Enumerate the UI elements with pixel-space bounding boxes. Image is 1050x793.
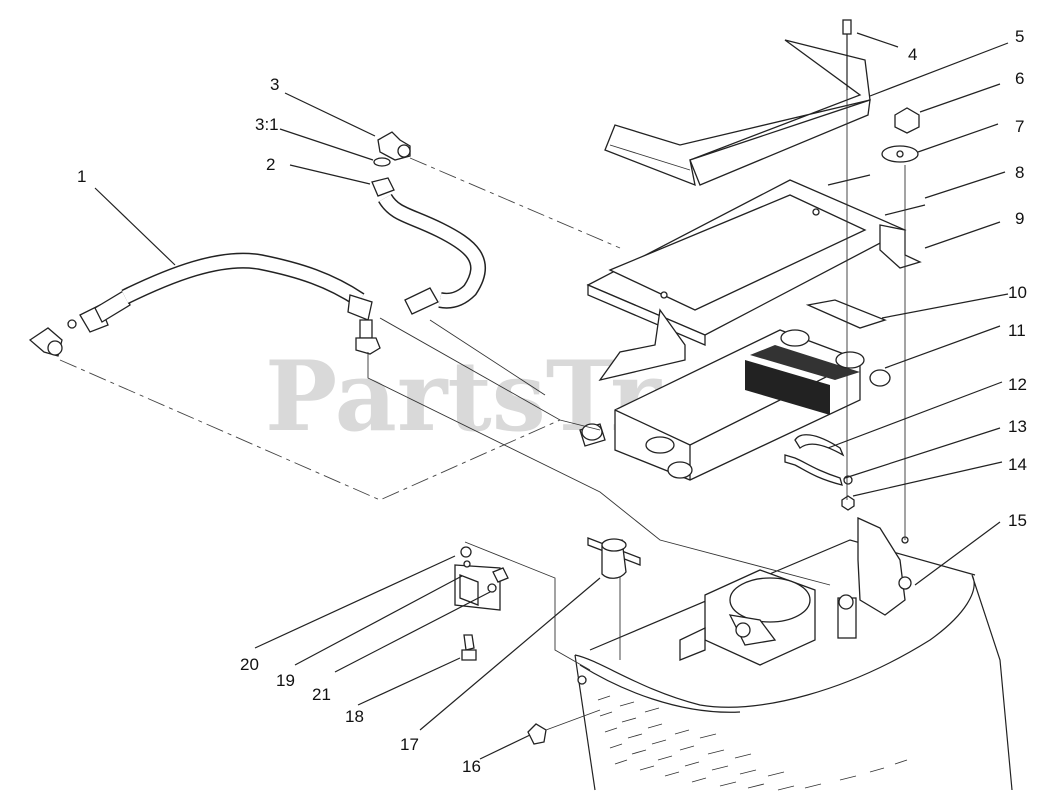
callout-21: 21 [312, 685, 331, 704]
callout-3-1: 3:1 [255, 115, 279, 134]
small-parts [454, 537, 641, 745]
cooler-fins [745, 345, 860, 415]
callout-labels: 1 2 3 3:1 4 5 6 7 8 9 10 11 12 13 14 15 … [77, 27, 1027, 776]
callout-3: 3 [270, 75, 279, 94]
callout-17: 17 [400, 735, 419, 754]
engine-shroud [574, 516, 1013, 791]
part-10-strip [805, 299, 887, 329]
callout-10: 10 [1008, 283, 1027, 302]
callout-15: 15 [1008, 511, 1027, 530]
callout-1: 1 [77, 167, 86, 186]
callout-13: 13 [1008, 417, 1027, 436]
part-11-oil-cooler [579, 329, 891, 481]
leader-lines [94, 32, 1009, 760]
callout-7: 7 [1015, 117, 1024, 136]
explosion-lines [59, 157, 831, 671]
callout-14: 14 [1008, 455, 1027, 474]
callout-2: 2 [266, 155, 275, 174]
hoses [28, 131, 486, 357]
callout-6: 6 [1015, 69, 1024, 88]
callout-9: 9 [1015, 209, 1024, 228]
part-9-plate [586, 174, 926, 382]
callout-12: 12 [1008, 375, 1027, 394]
part-5-tray [604, 39, 871, 187]
callout-11: 11 [1008, 321, 1026, 340]
callout-4: 4 [908, 45, 917, 64]
hardware [841, 19, 920, 540]
callout-19: 19 [276, 671, 295, 690]
callout-18: 18 [345, 707, 364, 726]
callout-16: 16 [462, 757, 481, 776]
callout-5: 5 [1015, 27, 1024, 46]
callout-20: 20 [240, 655, 259, 674]
callout-8: 8 [1015, 163, 1024, 182]
